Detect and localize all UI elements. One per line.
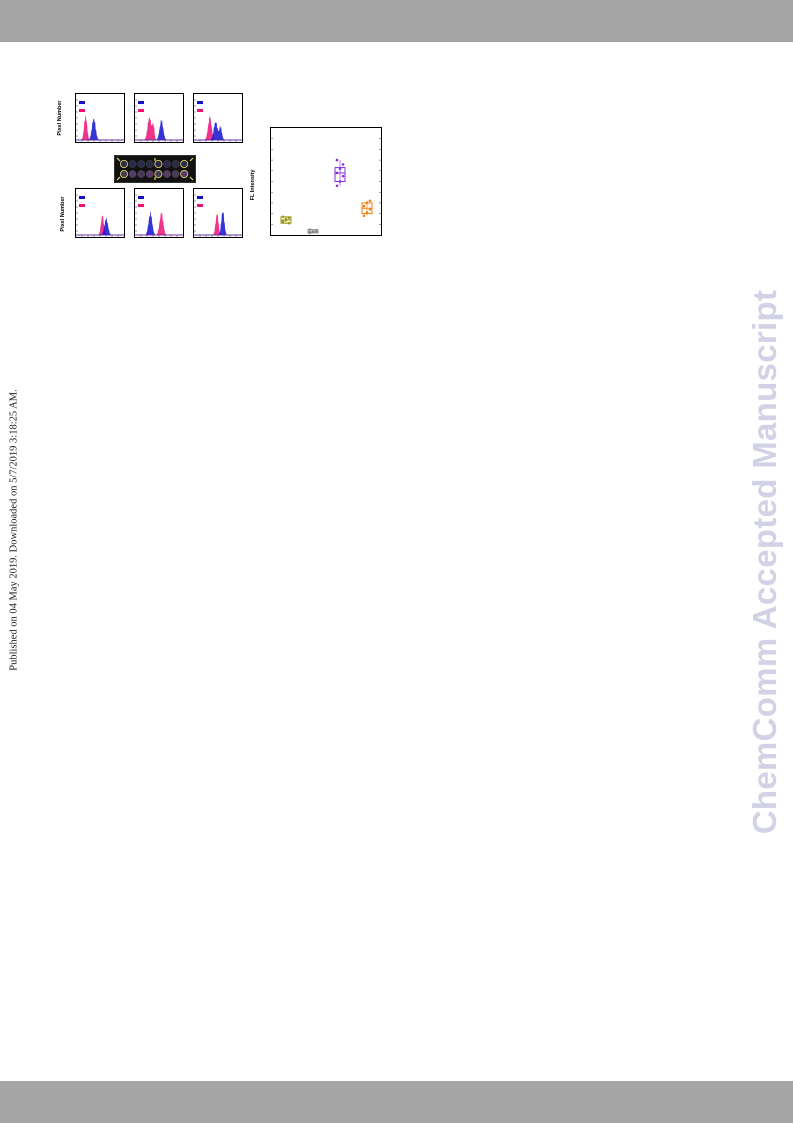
histogram-series-blue bbox=[194, 122, 242, 141]
well bbox=[128, 170, 137, 178]
header-bar bbox=[0, 0, 793, 42]
histogram-plot bbox=[135, 99, 183, 142]
histogram-series-pink bbox=[76, 215, 124, 236]
legend-swatch-pink bbox=[197, 204, 203, 207]
legend-swatch-pink bbox=[79, 109, 85, 112]
arrow-marker bbox=[116, 157, 121, 162]
data-point bbox=[365, 201, 369, 205]
histogram-ylabel-bottom: Pixel Number bbox=[60, 196, 66, 232]
legend-swatch-pink bbox=[138, 109, 144, 112]
histogram-series-pink bbox=[194, 214, 242, 236]
legend-swatch-blue bbox=[79, 101, 85, 104]
data-point bbox=[365, 211, 369, 214]
data-point bbox=[335, 184, 339, 188]
legend-swatch-blue bbox=[138, 196, 144, 199]
histogram-panel-bottom-2 bbox=[134, 188, 184, 238]
well bbox=[180, 160, 189, 168]
data-point bbox=[341, 163, 345, 166]
data-point bbox=[311, 230, 315, 234]
data-point bbox=[335, 158, 339, 162]
well bbox=[120, 160, 128, 168]
well bbox=[137, 170, 146, 178]
data-point bbox=[308, 231, 312, 235]
data-point bbox=[284, 217, 288, 221]
well bbox=[171, 170, 180, 178]
data-point bbox=[314, 229, 318, 233]
well bbox=[154, 160, 163, 168]
arrow-marker bbox=[116, 176, 121, 181]
histogram-plot bbox=[76, 194, 124, 237]
well bbox=[128, 160, 137, 168]
histogram-panel-top-2 bbox=[134, 93, 184, 143]
legend-swatch-blue bbox=[197, 196, 203, 199]
data-point bbox=[338, 167, 342, 170]
histogram-panel-top-3 bbox=[193, 93, 243, 143]
footer-bar bbox=[0, 1081, 793, 1123]
well bbox=[180, 169, 189, 178]
data-point bbox=[362, 204, 366, 208]
well bbox=[171, 160, 180, 168]
histogram-plot bbox=[135, 194, 183, 237]
data-point bbox=[287, 221, 291, 225]
well bbox=[163, 160, 171, 168]
data-point bbox=[335, 171, 339, 175]
arrow-marker bbox=[189, 157, 194, 162]
data-point bbox=[281, 219, 285, 223]
data-point bbox=[341, 174, 345, 178]
well bbox=[137, 160, 146, 168]
histogram-panel-bottom-1 bbox=[75, 188, 125, 238]
data-point bbox=[362, 214, 366, 218]
boxplot-ylabel: FL Intensity bbox=[250, 169, 256, 201]
boxplot-plot bbox=[271, 138, 381, 235]
data-point bbox=[281, 215, 285, 219]
legend-swatch-pink bbox=[79, 204, 85, 207]
histogram-series-pink bbox=[76, 115, 124, 141]
legend-swatch-pink bbox=[138, 204, 144, 207]
histogram-series-blue bbox=[135, 120, 183, 141]
data-point bbox=[368, 199, 372, 203]
well bbox=[145, 160, 154, 168]
well bbox=[154, 169, 163, 178]
data-point bbox=[308, 228, 312, 231]
well bbox=[145, 170, 154, 178]
histogram-panel-bottom-3 bbox=[193, 188, 243, 238]
legend-swatch-blue bbox=[197, 101, 203, 104]
legend-swatch-pink bbox=[197, 109, 203, 112]
arrow-marker bbox=[189, 176, 194, 181]
well bbox=[120, 169, 128, 178]
data-point bbox=[368, 208, 372, 211]
histogram-panel-top-1 bbox=[75, 93, 125, 143]
sample-wells-photo bbox=[114, 155, 196, 183]
data-point bbox=[338, 180, 342, 183]
wells-drawing bbox=[116, 157, 194, 181]
histogram-series-pink bbox=[135, 212, 183, 236]
legend-swatch-blue bbox=[138, 101, 144, 104]
fl-intensity-boxplot bbox=[270, 127, 382, 236]
histogram-ylabel-top: Pixel Number bbox=[57, 100, 63, 136]
histogram-plot bbox=[194, 194, 242, 237]
data-point bbox=[287, 216, 291, 220]
histogram-plot bbox=[76, 99, 124, 142]
well bbox=[163, 170, 171, 178]
legend-swatch-blue bbox=[79, 196, 85, 199]
histogram-plot bbox=[194, 99, 242, 142]
